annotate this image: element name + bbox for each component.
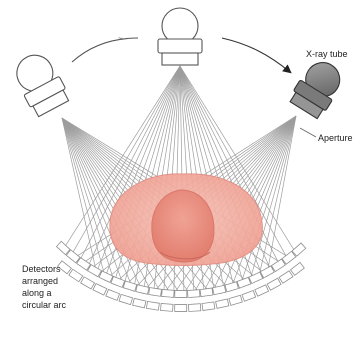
detector-element	[149, 288, 162, 297]
detector-element	[255, 285, 269, 296]
detector-element	[175, 304, 187, 311]
detector-element	[146, 301, 159, 310]
detector-element	[111, 276, 125, 287]
detector-element	[187, 290, 199, 298]
detector-element	[175, 290, 187, 297]
xray-tube-top-icon	[158, 8, 202, 65]
detector-element	[99, 271, 113, 282]
detector-element	[106, 289, 120, 300]
rotation-arrow-left-icon	[72, 38, 138, 62]
detectors-label-line-1: Detectors	[22, 263, 66, 275]
detector-element	[188, 304, 200, 312]
detector-element	[229, 295, 242, 305]
detector-element	[237, 277, 251, 288]
detector-element	[279, 271, 293, 283]
detector-element	[242, 291, 256, 302]
detector-element	[161, 303, 174, 311]
detector-element	[81, 277, 95, 289]
detector-element	[133, 298, 146, 308]
aperture-label: Aperture	[318, 133, 353, 144]
detectors-label-line-4: circular arc	[22, 299, 66, 311]
detector-element	[200, 288, 213, 297]
detector-element	[225, 282, 238, 292]
detector-element	[88, 265, 102, 277]
detector-element	[216, 299, 229, 308]
detectors-label-line-2: arranged	[22, 275, 66, 287]
detector-element	[267, 278, 281, 290]
detector-element	[69, 269, 83, 282]
rotation-arrow-right-icon	[222, 38, 290, 72]
xray-tube-label: X-ray tube	[306, 49, 348, 60]
detectors-label-line-3: along a	[22, 287, 66, 299]
detector-element	[202, 302, 215, 311]
detectors-label: Detectors arranged along a circular arc	[22, 263, 66, 311]
aperture-leader-line	[300, 128, 316, 137]
detector-element	[136, 285, 149, 295]
patient-cross-section	[110, 174, 263, 266]
detector-element	[291, 262, 305, 275]
detector-element	[260, 266, 274, 278]
xray-tube-right-icon	[288, 55, 348, 120]
detector-element	[119, 294, 133, 304]
rotation-marker: ~	[118, 34, 123, 43]
xray-tube-left-icon	[9, 48, 72, 118]
detector-element	[162, 289, 175, 297]
detector-element	[93, 284, 107, 295]
